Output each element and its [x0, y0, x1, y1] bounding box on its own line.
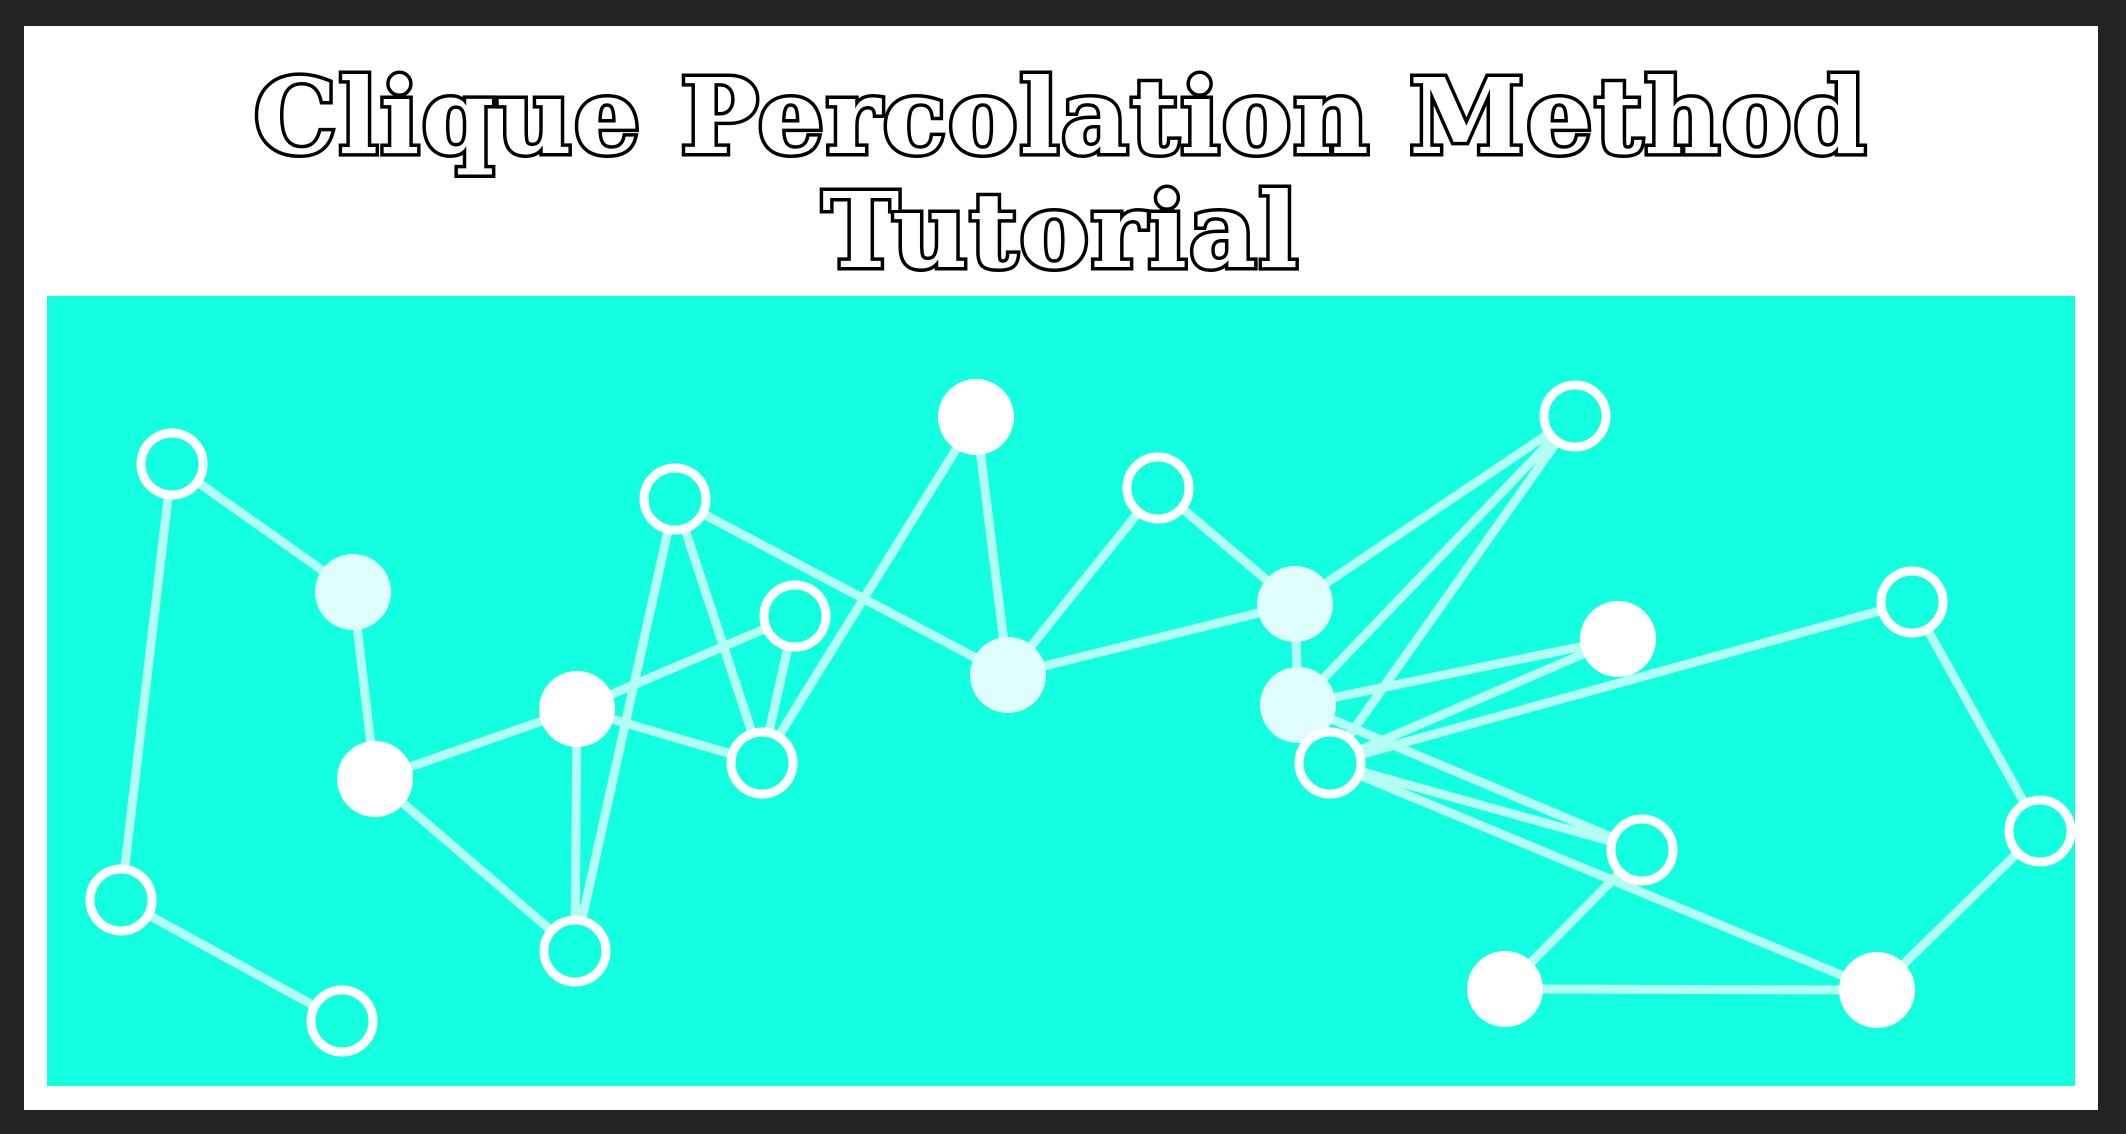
banner-title: Clique Percolation Method Tutorial — [24, 55, 2098, 292]
graph-edge — [670, 494, 767, 768]
graph-node-hollow — [726, 727, 798, 799]
graph-node-solid — [539, 671, 615, 747]
graph-node-hollow — [1606, 814, 1678, 886]
graph-node-hollow — [639, 463, 711, 535]
graph-node-hollow — [1122, 452, 1194, 524]
graph-edge — [1325, 758, 1647, 855]
graph-node-solid — [1839, 952, 1915, 1028]
graph-edge — [570, 704, 582, 956]
graph-nodes — [85, 379, 2075, 1057]
graph-node-pale — [315, 554, 391, 630]
graph-node-pale — [970, 637, 1046, 713]
graph-node-hollow — [1539, 380, 1611, 452]
graph-edge — [572, 611, 800, 714]
tutorial-banner: Clique Percolation Method Tutorial — [24, 26, 2098, 1110]
graph-edge — [1290, 411, 1580, 609]
title-line-1: Clique Percolation Method — [250, 55, 1869, 178]
graph-node-pale — [1257, 566, 1333, 642]
graph-edge — [1293, 634, 1623, 710]
graph-edge — [370, 774, 580, 956]
graph-edge — [1003, 483, 1163, 680]
graph-edge — [1003, 599, 1300, 680]
graph-node-hollow — [1876, 566, 1948, 638]
graph-node-pale — [1260, 667, 1336, 743]
graph-edge — [116, 895, 347, 1026]
network-graph-panel — [47, 296, 2075, 1086]
graph-node-solid — [1467, 951, 1543, 1027]
graph-node-solid — [938, 379, 1014, 455]
graph-edge — [1293, 411, 1580, 710]
graph-node-hollow — [539, 915, 611, 987]
graph-edge — [1907, 597, 2045, 836]
graph-edge — [1325, 758, 1882, 995]
graph-edge — [670, 494, 1013, 680]
graph-edge — [757, 412, 981, 768]
graph-edges — [116, 411, 2045, 1026]
graph-edge — [1325, 597, 1917, 768]
graph-node-hollow — [2004, 795, 2075, 867]
network-graph — [85, 379, 2075, 1057]
graph-node-solid — [1580, 601, 1656, 677]
graph-edge — [1293, 700, 1647, 855]
graph-edge — [1500, 984, 1882, 995]
graph-node-hollow — [759, 580, 831, 652]
graph-edge — [1325, 634, 1623, 768]
graph-edge — [971, 412, 1013, 680]
graph-node-hollow — [136, 428, 208, 500]
graph-node-hollow — [306, 985, 378, 1057]
graph-node-hollow — [1294, 727, 1366, 799]
graph-node-solid — [337, 741, 413, 817]
graph-node-hollow — [85, 864, 157, 936]
title-line-2: Tutorial — [818, 169, 1301, 292]
graph-edge — [1325, 411, 1580, 768]
graph-edge — [116, 459, 177, 905]
